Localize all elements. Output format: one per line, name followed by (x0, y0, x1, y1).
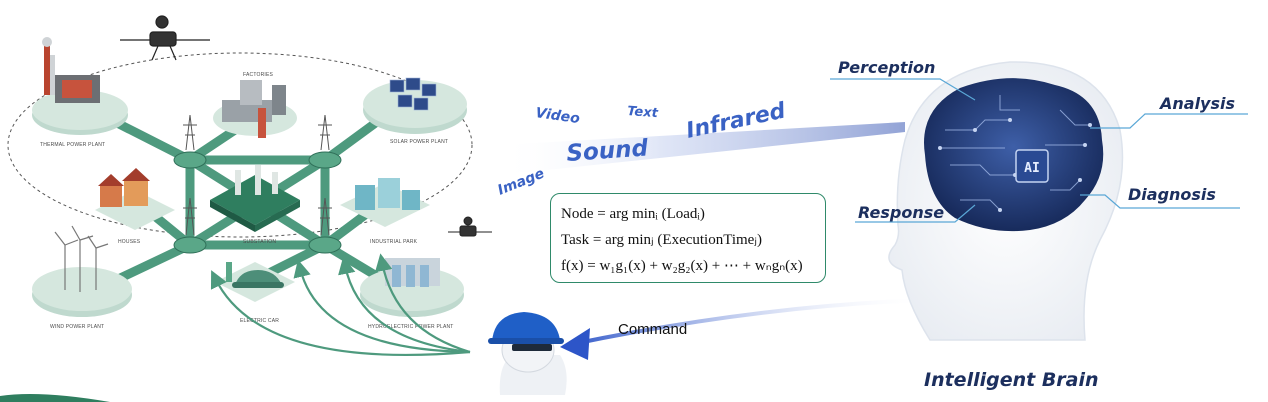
ecar-label: ELECTRIC CAR (240, 318, 279, 324)
solar-label: SOLAR POWER PLANT (390, 139, 448, 145)
modality-video: Video (534, 105, 581, 127)
drone-right (448, 216, 492, 237)
ai-chip-label: AI (1024, 161, 1040, 176)
formula-box: Node = arg minᵢ (Loadᵢ) Task = arg minⱼ … (550, 193, 826, 283)
hydroelectric-power-plant (360, 258, 464, 317)
factories-label: FACTORIES (243, 72, 274, 78)
analysis-label: Analysis (1158, 94, 1235, 113)
smart-grid-illustration: THERMAL POWER PLANT FACTORIES SOLAR POWE… (7, 15, 492, 357)
substation (210, 165, 300, 232)
grid-nodes (173, 151, 342, 254)
command-arrows (210, 253, 471, 357)
wind-power-plant (32, 225, 132, 317)
command-arrowhead (560, 328, 590, 360)
wind-label: WIND POWER PLANT (50, 324, 104, 330)
formula-task: Task = arg minⱼ (ExecutionTimeⱼ) (561, 232, 762, 248)
houses (95, 168, 175, 230)
iot-coverage-ellipse (7, 52, 473, 238)
electric-car (215, 262, 295, 302)
industrial-label: INDUSTRIAL PARK (370, 239, 418, 245)
data-stream-beam (500, 122, 905, 175)
thermal-power-plant (32, 37, 128, 135)
response-label: Response (858, 203, 944, 222)
modality-labels: Video Text Infrared Sound Image (496, 98, 788, 198)
brain-circuit: AI (924, 78, 1104, 232)
industrial-park (340, 178, 430, 227)
formula-node: Node = arg minᵢ (Loadᵢ) (561, 206, 705, 222)
pylons (183, 114, 332, 236)
drone-top (120, 15, 210, 61)
houses-label: HOUSES (118, 239, 141, 245)
substation-label: SUBSTATION (243, 239, 276, 245)
command-label: Command (618, 321, 688, 338)
modality-sound: Sound (566, 135, 650, 167)
intelligent-brain-title: Intelligent Brain (924, 369, 1099, 391)
worker-helmet-camera (488, 312, 567, 395)
corner-tab (0, 394, 110, 402)
solar-power-plant (363, 77, 467, 134)
modality-text: Text (627, 104, 659, 121)
hydro-label: HYDROELECTRIC POWER PLANT (368, 324, 454, 330)
callout-lines (830, 78, 1248, 223)
factories (213, 80, 297, 138)
command-arrow (567, 298, 931, 347)
thermal-label: THERMAL POWER PLANT (40, 142, 105, 148)
perception-label: Perception (838, 58, 935, 77)
ai-chip (1015, 149, 1049, 183)
diagnosis-label: Diagnosis (1128, 185, 1216, 204)
formula-fx: f(x) = w₁g₁(x) + w₂g₂(x) + ⋯ + wₙgₙ(x) (561, 258, 803, 274)
